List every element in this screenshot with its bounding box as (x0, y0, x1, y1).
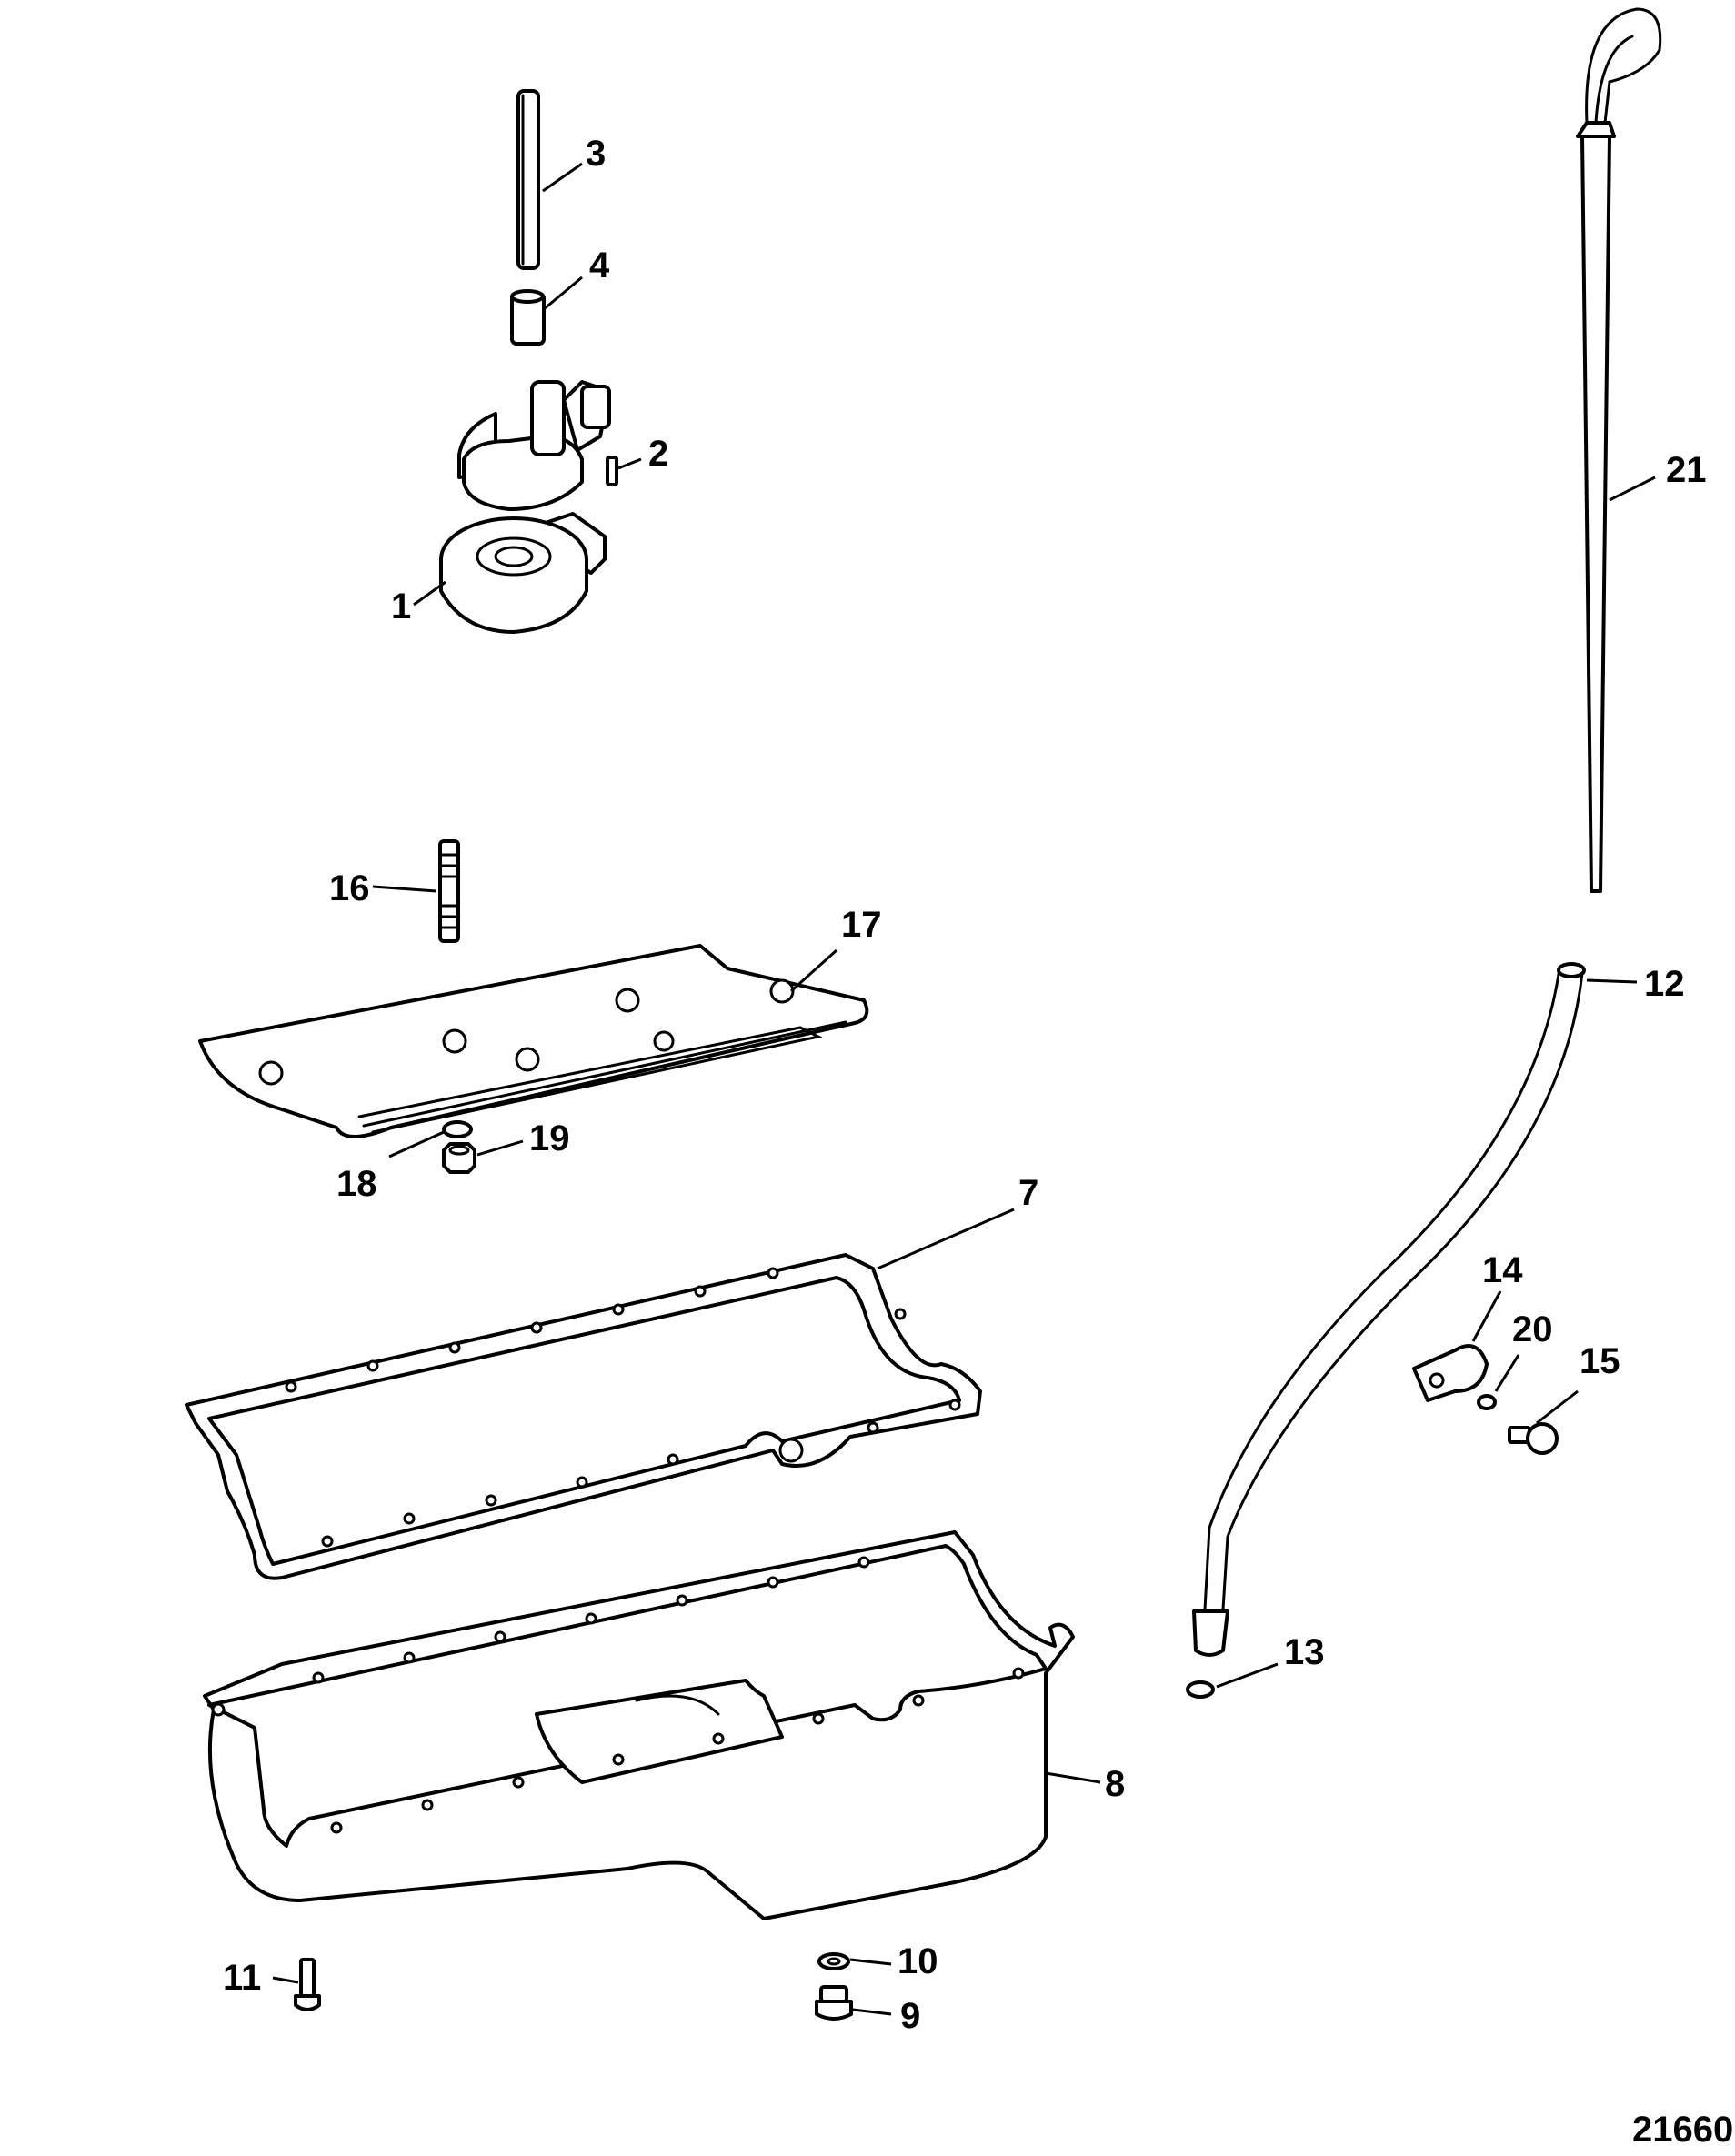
part-tube-seal (1186, 1680, 1215, 1699)
callout-16: 16 (329, 868, 370, 908)
callout-9: 9 (900, 1996, 920, 2036)
callout-20: 20 (1512, 1309, 1553, 1349)
callout-3: 3 (586, 134, 606, 174)
pan-bolt-holes (312, 1556, 1025, 1834)
part-pan-bolt (294, 1958, 321, 2011)
part-tray-nut (442, 1142, 476, 1174)
callout-8: 8 (1105, 1764, 1125, 1804)
callout-21: 21 (1666, 450, 1707, 490)
part-tube-clamp (1412, 1344, 1489, 1402)
callout-12: 12 (1644, 964, 1685, 1004)
callout-2: 2 (648, 434, 668, 474)
callout-19: 19 (529, 1118, 570, 1158)
part-plug-washer (817, 1952, 850, 1970)
part-dipstick (1576, 7, 1662, 893)
part-sleeve (510, 289, 546, 346)
part-oil-pan-gasket (185, 1253, 982, 1580)
callout-14: 14 (1482, 1250, 1523, 1290)
part-clamp-washer (1477, 1394, 1497, 1410)
part-dipstick-tube (1192, 962, 1586, 1657)
callout-17: 17 (841, 905, 882, 945)
callout-4: 4 (589, 246, 610, 286)
callout-7: 7 (1018, 1173, 1038, 1213)
leader-lines (272, 162, 1656, 2016)
callout-11: 11 (223, 1958, 261, 1998)
part-oil-pump (439, 380, 611, 634)
callout-13: 13 (1284, 1632, 1325, 1672)
part-clamp-bolt (1508, 1422, 1559, 1455)
part-pin (606, 456, 618, 486)
callout-labels: 3 4 2 1 21 16 17 18 19 7 8 11 10 9 12 13… (223, 134, 1707, 2036)
part-stud (438, 839, 460, 943)
part-oil-pan (203, 1530, 1075, 1920)
callout-1: 1 (391, 587, 411, 627)
callout-18: 18 (336, 1164, 377, 1204)
gasket-bolt-holes (285, 1267, 961, 1548)
callout-10: 10 (898, 1941, 938, 1981)
part-tray-washer (442, 1120, 473, 1138)
callout-15: 15 (1580, 1341, 1620, 1381)
part-windage-tray (198, 944, 869, 1138)
part-pump-shaft (516, 89, 540, 270)
figure-number: 21660 (1632, 2110, 1733, 2150)
part-drain-plug (815, 1985, 853, 2021)
